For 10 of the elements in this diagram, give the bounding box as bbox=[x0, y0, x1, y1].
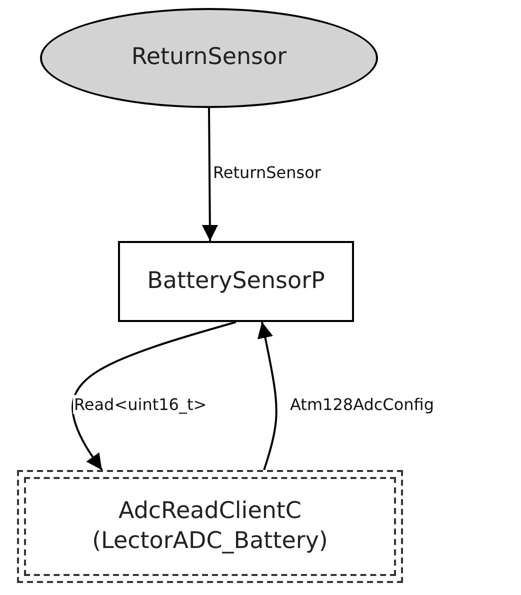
node-label: ReturnSensor bbox=[131, 43, 287, 72]
arrow bbox=[202, 108, 218, 241]
edge-label: Atm128AdcConfig bbox=[289, 395, 436, 414]
edge-label: Read<uint16_t> bbox=[73, 395, 208, 414]
arrow bbox=[72, 321, 236, 471]
node-label: AdcReadClientC (LectorADC_Battery) bbox=[91, 496, 329, 556]
component-box bbox=[118, 241, 354, 322]
arrow bbox=[257, 322, 278, 470]
node-label: BatterySensorP bbox=[147, 266, 325, 296]
configuration-box bbox=[17, 470, 403, 583]
